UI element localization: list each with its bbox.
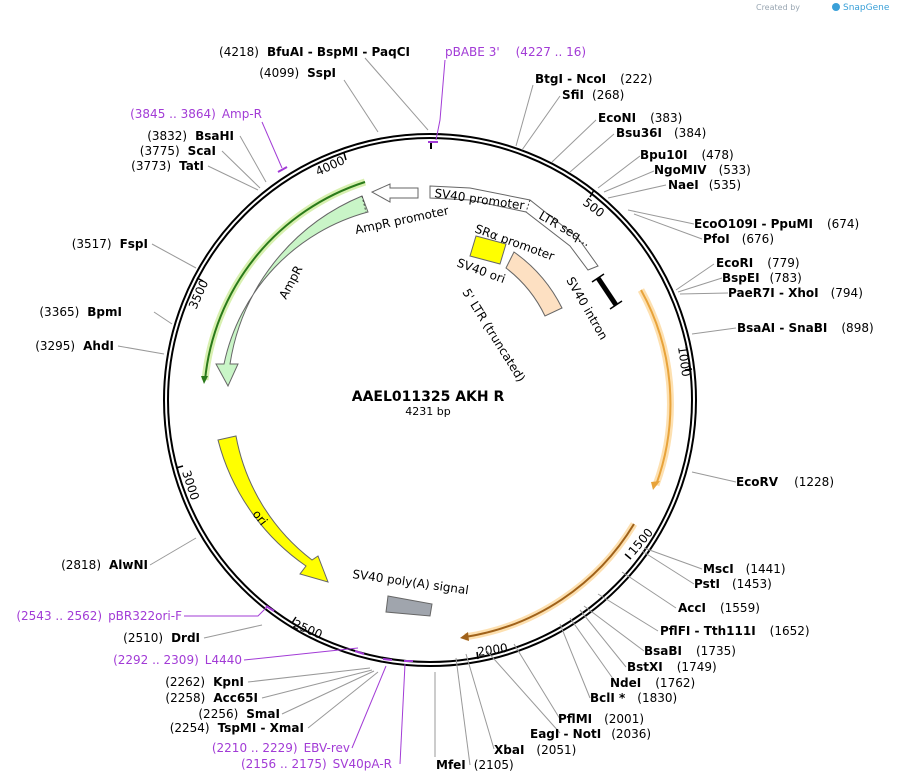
credit-brand: SnapGene [843, 3, 890, 13]
sv40-ori-feature[interactable] [469, 235, 507, 265]
ampr-split [361, 195, 367, 213]
site-ecori[interactable]: EcoRI(779) [716, 256, 800, 270]
site-tati[interactable]: (3773)TatI [131, 159, 204, 173]
site-bsaai[interactable]: BsaAI - SnaBI(898) [737, 321, 874, 335]
orf-arrow-2 [464, 523, 635, 638]
sv40-intron-cap1 [591, 273, 605, 283]
primer-l4440-label[interactable]: (2292 .. 2309)L4440 [113, 653, 242, 667]
site-bsu36i[interactable]: Bsu36I(384) [616, 126, 706, 140]
site-ecorv[interactable]: EcoRV(1228) [736, 475, 834, 489]
ampr-strand-arrowhead [201, 376, 208, 384]
backbone-inner-strand [167, 137, 693, 663]
site-econi[interactable]: EcoNI(383) [598, 111, 682, 125]
site-alwni[interactable]: (2818)AlwNI [61, 558, 148, 572]
tick-label-1000: 1000 [675, 345, 693, 377]
site-sspi[interactable]: (4099)SspI [259, 66, 336, 80]
plasmid-length: 4231 bp [405, 405, 450, 418]
site-acci[interactable]: AccI(1559) [678, 601, 760, 615]
ampr-promoter-label: AmpR promoter [354, 203, 450, 237]
site-drdi[interactable]: (2510)DrdI [123, 631, 200, 645]
site-fspi[interactable]: (3517)FspI [72, 237, 148, 251]
site-tspmi[interactable]: (2254)TspMI - XmaI [170, 721, 304, 735]
site-pflmi[interactable]: PflMI(2001) [558, 712, 644, 726]
credit-text: Created by [756, 3, 800, 12]
primer-leaders [184, 59, 446, 765]
site-ahdi[interactable]: (3295)AhdI [35, 339, 114, 353]
site-bsabi[interactable]: BsaBI(1735) [644, 644, 736, 658]
site-scai[interactable]: (3775)ScaI [140, 144, 216, 158]
tick-label-2500: 2500 [291, 617, 325, 642]
sv40-intron-feature[interactable] [595, 276, 619, 307]
site-msci[interactable]: MscI(1441) [703, 562, 786, 576]
ltr-truncated-label: 5' LTR (truncated) [459, 286, 528, 384]
site-paer7i[interactable]: PaeR7I - XhoI(794) [728, 286, 863, 300]
site-psti[interactable]: PstI(1453) [694, 577, 772, 591]
orf-highlight-2 [464, 522, 637, 641]
site-acc65i[interactable]: (2258)Acc65I [165, 691, 258, 705]
site-bstxi[interactable]: BstXI(1749) [627, 660, 717, 674]
site-btgi[interactable]: BtgI - NcoI(222) [535, 72, 652, 86]
orf-arrow-1 [640, 289, 672, 486]
site-naei[interactable]: NaeI(535) [668, 178, 741, 192]
site-ngomiv[interactable]: NgoMIV(533) [654, 163, 751, 177]
site-kpni[interactable]: (2262)KpnI [165, 675, 244, 689]
tick-label-2000: 2000 [476, 641, 508, 659]
site-sfii[interactable]: SfiI(268) [562, 88, 624, 102]
primer-amp-r-label[interactable]: (3845 .. 3864)Amp-R [130, 107, 262, 121]
site-bcli[interactable]: BclI *(1830) [590, 691, 677, 705]
primer-sv40pa-r-label[interactable]: (2156 .. 2175)SV40pA-R [241, 757, 392, 771]
orf-arrowhead-2 [460, 632, 469, 641]
site-xbai[interactable]: XbaI(2051) [494, 743, 576, 757]
ampr-promoter-feature[interactable] [370, 183, 419, 203]
site-leaders-left [117, 57, 436, 757]
site-smai[interactable]: (2256)SmaI [198, 707, 280, 721]
primer-pbabe-3-label[interactable]: pBABE 3'(4227 .. 16) [445, 45, 586, 59]
ltr-seq-label: LTR seq... [537, 208, 594, 249]
polya-feature[interactable] [385, 595, 433, 617]
site-bpu10i[interactable]: Bpu10I(478) [640, 148, 734, 162]
site-bpmi[interactable]: (3365)BpmI [39, 305, 122, 319]
site-bspei[interactable]: BspEI(783) [722, 271, 802, 285]
plasmid-name: AAEL011325 AKH R [352, 389, 505, 405]
site-pflfi[interactable]: PflFI - Tth111I(1652) [660, 624, 810, 638]
site-leaders-right [455, 84, 737, 766]
ori-feature[interactable] [217, 435, 329, 583]
tick-marks [175, 152, 693, 660]
site-eco0109i[interactable]: EcoO109I - PpuMI(674) [694, 217, 859, 231]
site-ndei[interactable]: NdeI(1762) [610, 676, 695, 690]
site-mfei[interactable]: MfeI(2105) [436, 758, 514, 772]
ampr-feature[interactable] [215, 195, 369, 388]
sv40-intron-cap2 [609, 300, 623, 310]
ampr-strand-arrow [204, 181, 366, 381]
sv40-promoter-feature[interactable] [429, 185, 599, 271]
snapgene-credit: Created by SnapGene [756, 3, 890, 13]
site-pfoi[interactable]: PfoI(676) [703, 232, 774, 246]
site-bfuai[interactable]: (4218)BfuAI - BspMI - PaqCI [219, 45, 410, 59]
primer-ebv-rev-label[interactable]: (2210 .. 2229)EBV-rev [212, 741, 350, 755]
site-bsahi[interactable]: (3832)BsaHI [147, 129, 234, 143]
site-eagi[interactable]: EagI - NotI(2036) [530, 727, 651, 741]
orf-arrowhead-1 [651, 481, 660, 490]
snapgene-logo-icon [832, 3, 840, 11]
ltr-truncated-feature[interactable] [505, 251, 563, 317]
backbone-outer-strand [163, 133, 697, 667]
ampr-label: AmpR [276, 263, 305, 301]
primer-pbr322ori-f-label[interactable]: (2543 .. 2562)pBR322ori-F [16, 609, 182, 623]
polya-label: SV40 poly(A) signal [352, 567, 470, 597]
